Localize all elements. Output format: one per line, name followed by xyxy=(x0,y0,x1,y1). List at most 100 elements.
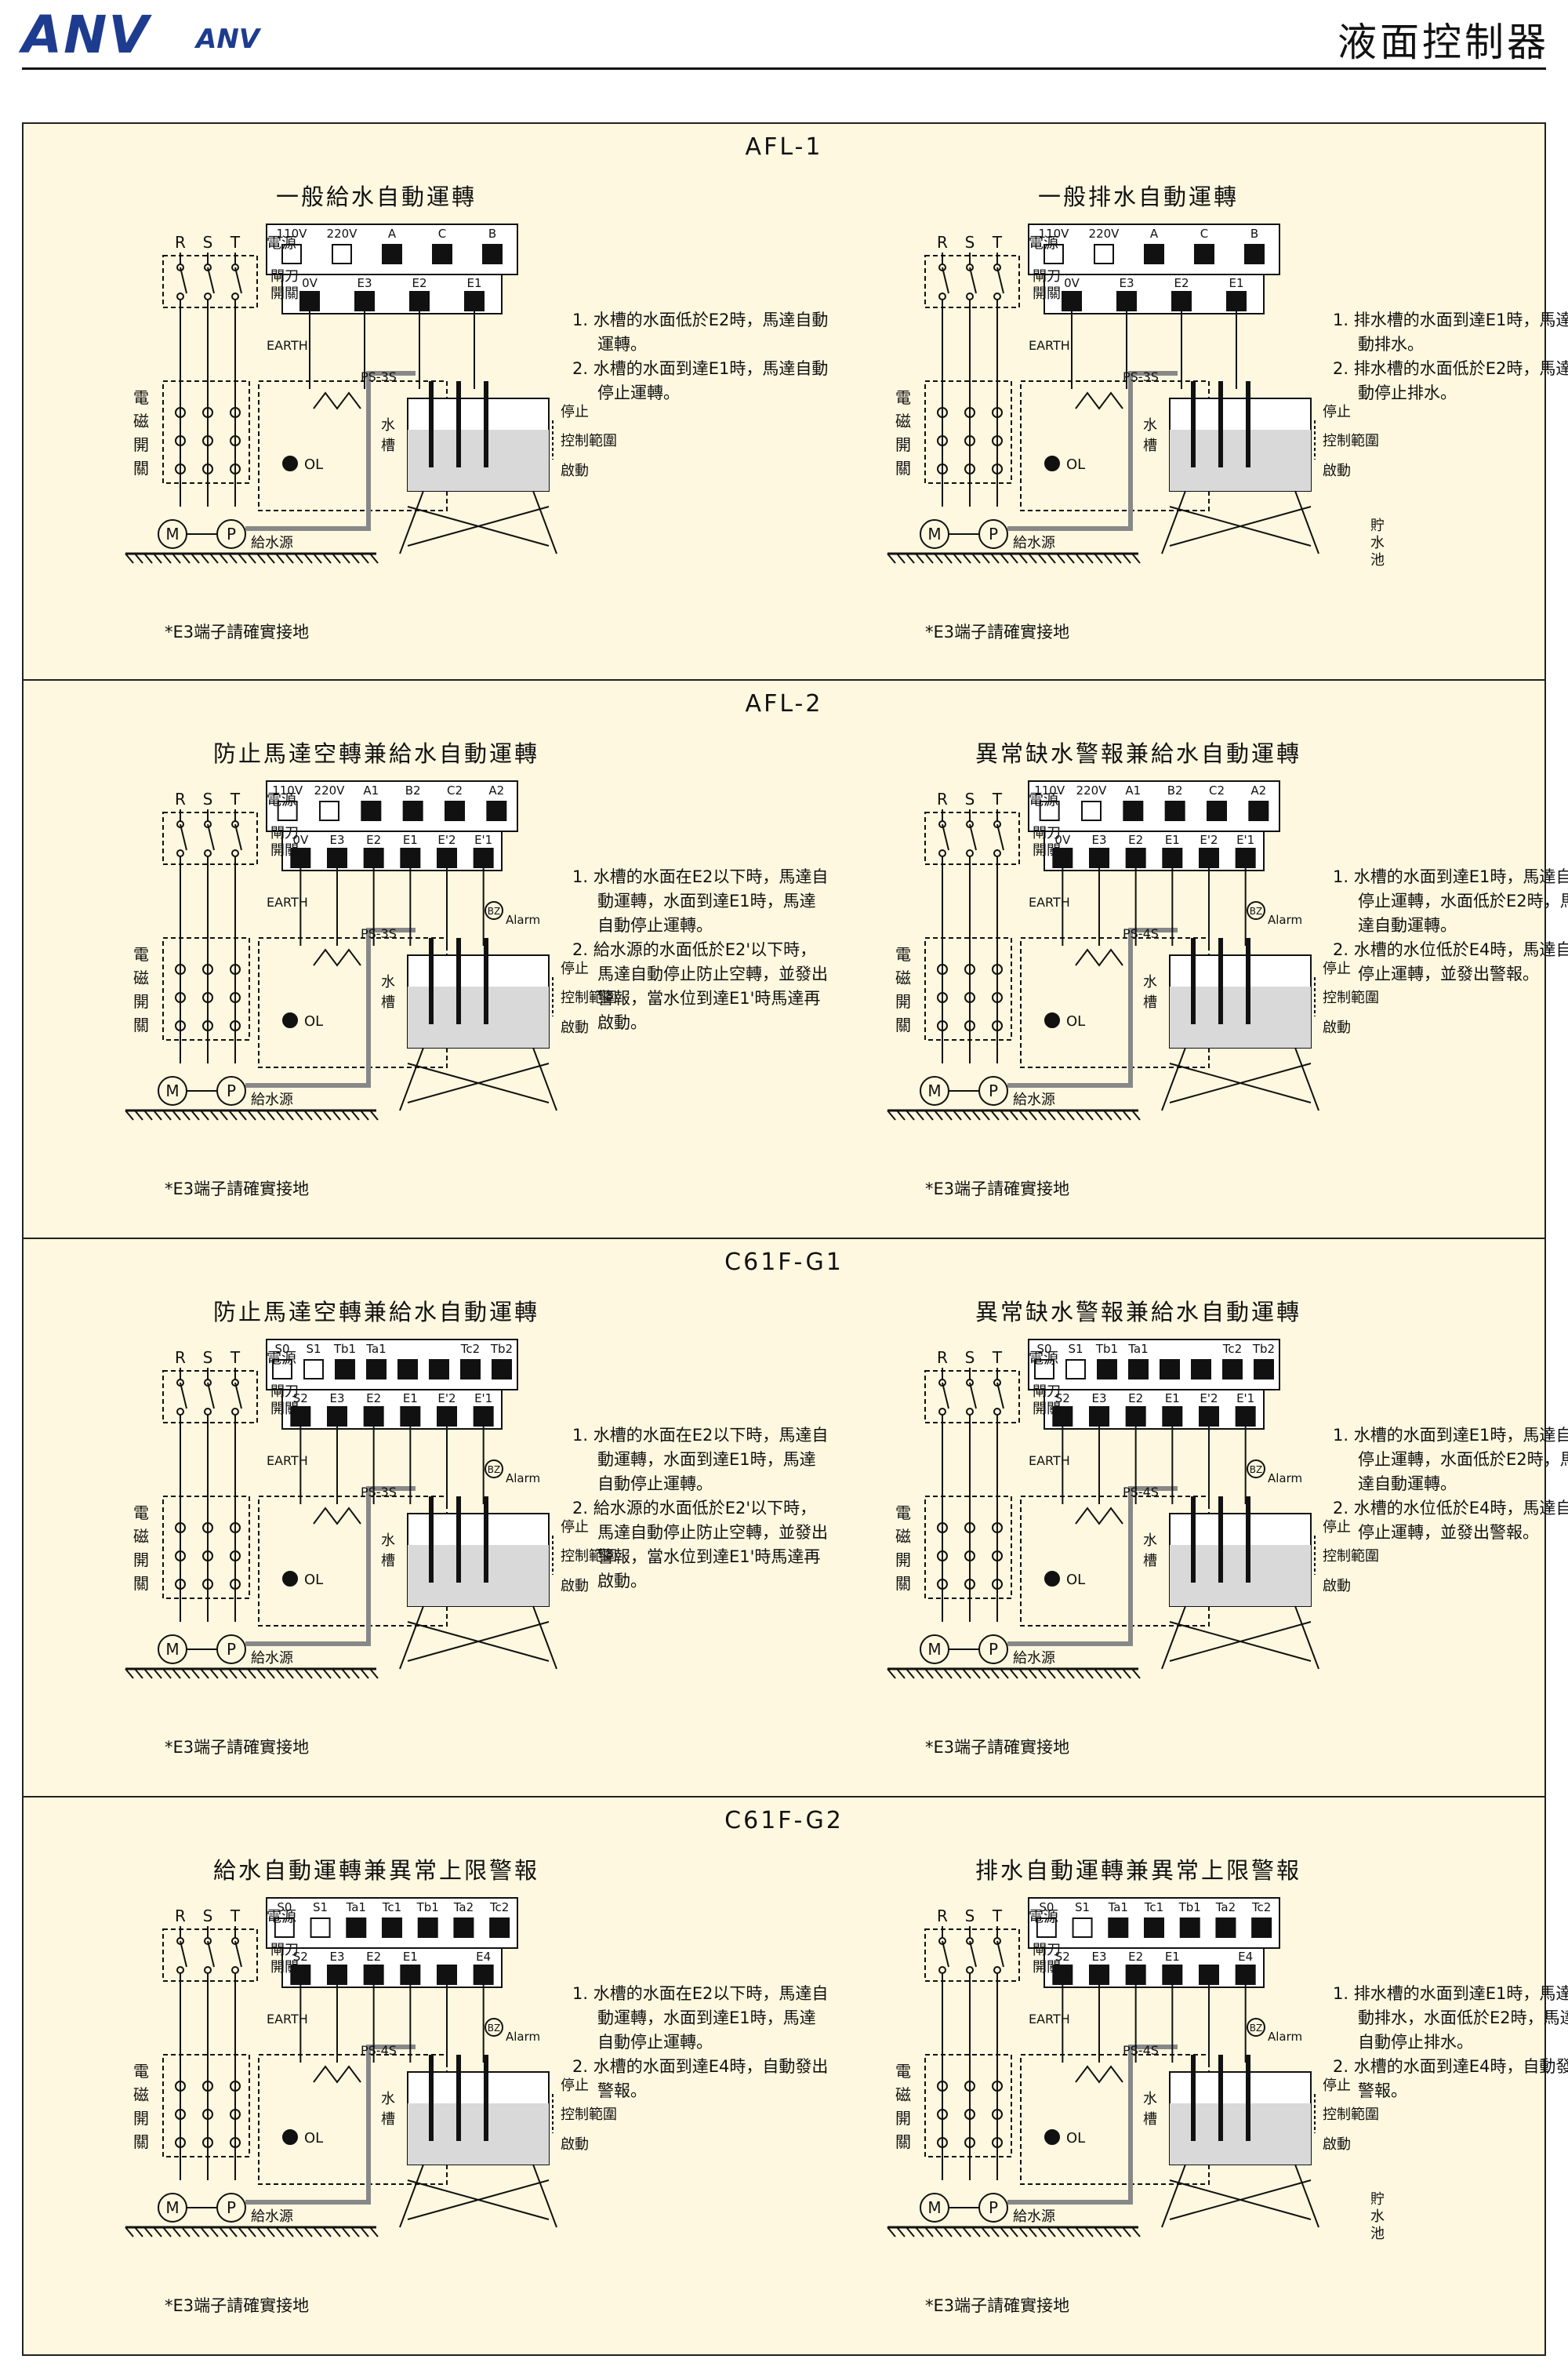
ground-hatch xyxy=(275,1668,285,1679)
terminal-label: 220V xyxy=(1089,227,1120,241)
contact xyxy=(175,435,186,446)
tank-label: 水 xyxy=(381,974,395,991)
ground-hatch xyxy=(962,2226,971,2237)
terminal-screw xyxy=(382,1917,402,1938)
ground-hatch xyxy=(360,2226,369,2237)
reservoir-label: 池 xyxy=(1370,2226,1385,2242)
switch-blade xyxy=(942,1382,949,1409)
terminal-screw xyxy=(272,1359,292,1379)
terminal-screw xyxy=(1207,801,1227,821)
mag-switch-label: 電 xyxy=(133,2062,149,2081)
ground-hatch xyxy=(266,2226,275,2237)
supply-label: 給水源 xyxy=(251,2208,293,2225)
stop-label: 停止 xyxy=(1323,2077,1351,2094)
ground-hatch xyxy=(887,553,896,564)
ground-hatch xyxy=(143,2226,153,2237)
overload-relay xyxy=(313,948,361,967)
ground-hatch xyxy=(906,553,915,564)
knife-switch-label: 閘刀 xyxy=(1033,825,1061,841)
ground-hatch xyxy=(953,553,962,564)
overload-relay xyxy=(313,2065,361,2084)
knife-switch-label: 開關 xyxy=(1033,285,1061,302)
earth-footnote: *E3端子請確實接地 xyxy=(165,623,310,642)
ground-hatch xyxy=(971,2226,981,2237)
switch-contact xyxy=(966,849,974,857)
ground-hatch xyxy=(1028,553,1037,564)
knife-switch-label: 開關 xyxy=(270,1959,299,1976)
note-item: 2. 給水源的水面低於E2'以下時，馬達自動停止防止空轉，並發出警報，當水位到達… xyxy=(572,940,828,1032)
stop-label: 停止 xyxy=(1323,961,1351,977)
ground-hatch xyxy=(191,2226,200,2237)
terminal-screw xyxy=(1052,848,1073,868)
page-title: 液面控制器 xyxy=(1338,20,1549,65)
contact xyxy=(937,2081,948,2092)
contact xyxy=(964,1522,975,1533)
terminal-screw xyxy=(1199,1965,1219,1985)
ground-hatch xyxy=(990,2226,1000,2237)
terminal-label: A xyxy=(388,227,397,241)
tank-stand xyxy=(399,1605,557,1670)
wiring-diagram xyxy=(125,224,557,564)
tank-stand xyxy=(1161,2164,1319,2228)
terminal-screw xyxy=(445,801,465,821)
ground-hatch xyxy=(134,1110,143,1121)
note-item: 1. 水槽的水面在E2以下時，馬達自動運轉，水面到達E1時，馬達自動停止運轉。 xyxy=(572,1426,829,1493)
mag-switch-box xyxy=(162,1496,250,1599)
ground-hatch xyxy=(153,2226,162,2237)
terminal-label: E1 xyxy=(1165,833,1180,847)
ground-hatch xyxy=(1103,2226,1112,2237)
terminal-screw xyxy=(303,1359,324,1379)
switch-contact xyxy=(231,1966,239,1974)
terminal-label: Tc2 xyxy=(1222,1342,1242,1356)
phase-label: R xyxy=(175,233,186,252)
tank-stand xyxy=(399,1047,557,1111)
controller-bottom xyxy=(1044,1947,1265,1988)
tank-label: 水 xyxy=(381,2091,395,2107)
motor-label: M xyxy=(165,1081,179,1100)
tank-label: 槽 xyxy=(381,994,395,1011)
brand-logo: ANV xyxy=(22,5,151,65)
terminal-label: B xyxy=(1250,227,1258,241)
ground-hatch xyxy=(360,1110,369,1121)
ground-hatch xyxy=(924,1110,934,1121)
ground-hatch xyxy=(247,553,256,564)
knife-switch-label: 閘刀 xyxy=(270,1383,299,1400)
ground-hatch xyxy=(219,553,228,564)
terminal-screw xyxy=(332,244,352,264)
operation-notes: 1. 水槽的水面在E2以下時，馬達自動運轉，水面到達E1時，馬達自動停止運轉。2… xyxy=(572,865,831,1035)
terminal-label: Tb1 xyxy=(1178,1900,1201,1914)
ground-hatch xyxy=(1065,1668,1075,1679)
phase-label: R xyxy=(175,1907,186,1925)
contact xyxy=(202,2081,213,2092)
tank-stand xyxy=(399,2164,557,2228)
ground-hatch xyxy=(143,1668,153,1679)
operation-notes: 1. 水槽的水面到達E1時，馬達自動停止運轉，水面低於E2時，馬達自動運轉。2.… xyxy=(1333,1423,1568,1545)
knife-switch-label: 開關 xyxy=(270,1401,299,1417)
ground-hatch xyxy=(887,1110,896,1121)
terminal-label: Tb1 xyxy=(416,1900,439,1914)
ground-hatch xyxy=(896,1110,906,1121)
brand-logo-small: ANV xyxy=(196,24,260,55)
terminal-label: S2 xyxy=(293,1391,308,1405)
diagram-title: 給水自動運轉兼異常上限警報 xyxy=(212,1857,539,1884)
terminal-screw xyxy=(327,848,347,868)
terminal-screw xyxy=(361,801,382,821)
supply-label: 給水源 xyxy=(1013,1092,1055,1108)
diagram-title: 防止馬達空轉兼給水自動運轉 xyxy=(212,740,539,767)
note-item: 1. 水槽的水面低於E2時，馬達自動運轉。 xyxy=(572,311,829,354)
ground-hatch xyxy=(1075,553,1084,564)
ground-hatch xyxy=(228,1668,238,1679)
ground-hatch xyxy=(172,1110,181,1121)
contact xyxy=(992,964,1003,975)
water-pipe xyxy=(245,2045,416,2205)
controller-bottom xyxy=(1044,831,1265,871)
earth-label: EARTH xyxy=(1029,2012,1070,2026)
tank-label: 水 xyxy=(1143,417,1157,434)
ground-hatch xyxy=(162,1668,172,1679)
ground-hatch xyxy=(143,553,153,564)
earth-footnote: *E3端子請確實接地 xyxy=(165,2296,310,2315)
switch-blade xyxy=(207,1940,215,1968)
ground-hatch xyxy=(915,1668,924,1679)
